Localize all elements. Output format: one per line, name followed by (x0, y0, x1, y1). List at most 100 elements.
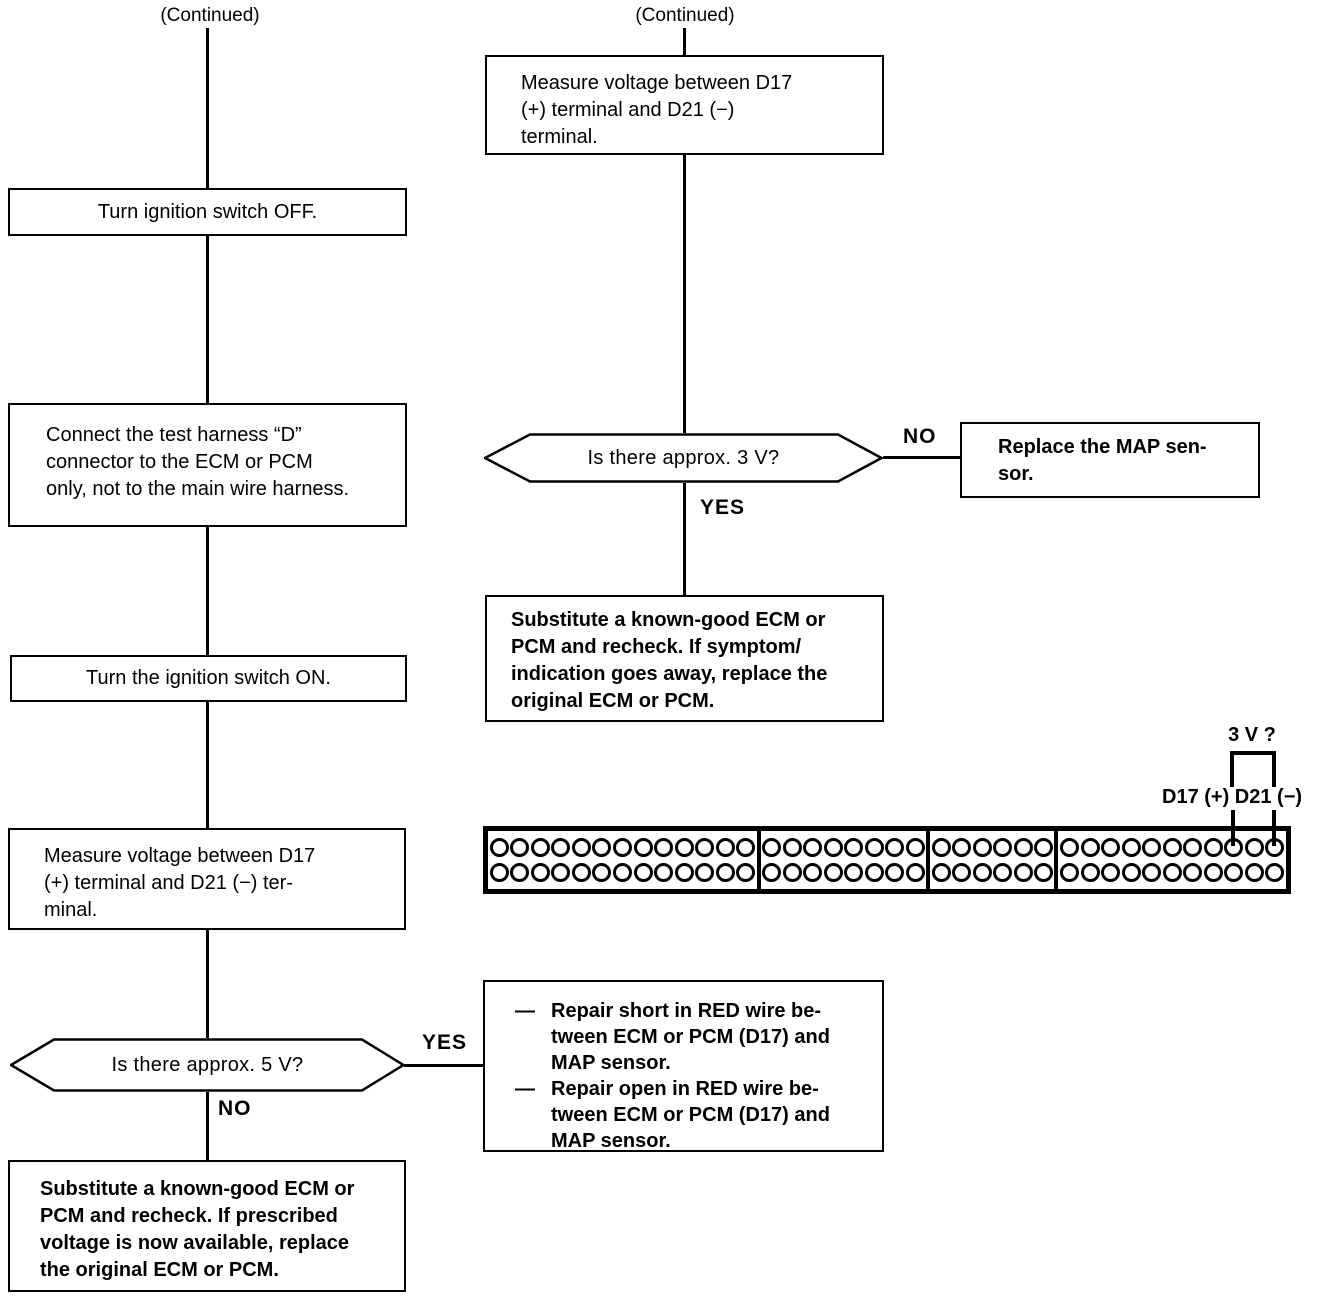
terminal-pin (715, 863, 735, 883)
terminal-pin (803, 863, 823, 883)
dash-bullet: — (515, 1000, 535, 1022)
terminal-pin (530, 837, 550, 857)
terminal-pin (510, 837, 530, 857)
terminal-pin (510, 863, 530, 883)
connector-section (488, 831, 757, 889)
terminal-pin (952, 863, 972, 883)
terminal-pin (931, 837, 951, 857)
terminal-pin (674, 837, 694, 857)
step-ignition-off: Turn ignition switch OFF. (8, 188, 407, 236)
terminal-pin (1121, 837, 1141, 857)
dash-bullet: — (515, 1078, 535, 1100)
terminal-ids-label: D17 (+) D21 (−) (1162, 786, 1303, 808)
terminal-pin (551, 863, 571, 883)
terminal-pin (674, 863, 694, 883)
terminal-pin (633, 837, 653, 857)
decision-approx-3v: Is there approx. 3 V? (484, 433, 883, 483)
step-ignition-off-text: Turn ignition switch OFF. (97, 200, 318, 223)
step-measure-voltage-right-text: Measure voltage between D17 (+) terminal… (521, 72, 793, 148)
flow-line (206, 28, 209, 188)
terminal-pin (1162, 863, 1182, 883)
terminal-pin (762, 837, 782, 857)
step-ignition-on-text: Turn the ignition switch ON. (86, 667, 331, 689)
terminal-pin-row (488, 837, 757, 857)
result-substitute-ecm-right-text: Substitute a known-good ECM or PCM and r… (511, 609, 828, 712)
result-repair-red-wire: — Repair short in RED wire be- tween ECM… (483, 980, 884, 1152)
result-substitute-ecm-left: Substitute a known-good ECM or PCM and r… (8, 1160, 406, 1292)
flow-line (683, 28, 686, 55)
terminal-pin (905, 863, 925, 883)
voltage-measure-label: 3 V ? (1228, 724, 1276, 746)
terminal-pin (885, 863, 905, 883)
terminal-pin (1142, 863, 1162, 883)
terminal-pin (1033, 837, 1053, 857)
decision-approx-5v: Is there approx. 5 V? (10, 1038, 405, 1092)
terminal-pin (612, 863, 632, 883)
terminal-pin (864, 863, 884, 883)
terminal-pin-row (761, 837, 926, 857)
terminal-pin-row (930, 837, 1054, 857)
flow-line (206, 930, 209, 1038)
terminal-pin (1265, 863, 1285, 883)
terminal-pin (1203, 837, 1223, 857)
branch-label-no-5v: NO (218, 1097, 252, 1120)
terminal-pin-row (488, 863, 757, 883)
terminal-pin-row (930, 863, 1054, 883)
terminal-pin (1183, 863, 1203, 883)
terminal-pin (972, 837, 992, 857)
terminal-pin (654, 863, 674, 883)
step-connect-harness: Connect the test harness “D” connector t… (8, 403, 407, 527)
terminal-pin (1033, 863, 1053, 883)
repair-item-short: — Repair short in RED wire be- tween ECM… (515, 998, 876, 1076)
terminal-pin (782, 837, 802, 857)
terminal-pin (803, 837, 823, 857)
voltmeter-bracket-leg (1230, 751, 1234, 787)
terminal-pin (489, 863, 509, 883)
step-ignition-on: Turn the ignition switch ON. (10, 655, 407, 702)
branch-label-yes-3v: YES (700, 496, 746, 519)
terminal-pin (823, 863, 843, 883)
terminal-pin (1013, 837, 1033, 857)
flow-line-no-branch (883, 456, 960, 459)
terminal-pin (695, 863, 715, 883)
flow-line (206, 702, 209, 828)
terminal-pin (905, 837, 925, 857)
terminal-pin (1121, 863, 1141, 883)
result-replace-map-sensor-text: Replace the MAP sen- sor. (998, 436, 1207, 485)
terminal-pin (1013, 863, 1033, 883)
decision-approx-3v-text: Is there approx. 3 V? (587, 446, 780, 469)
terminal-pin (530, 863, 550, 883)
flow-line-yes-branch (404, 1064, 483, 1067)
step-measure-voltage-left: Measure voltage between D17 (+) terminal… (8, 828, 406, 930)
terminal-pin (592, 837, 612, 857)
decision-approx-5v-text: Is there approx. 5 V? (111, 1053, 304, 1076)
terminal-pin (1162, 837, 1182, 857)
terminal-pin (844, 837, 864, 857)
terminal-pin-row (1058, 863, 1286, 883)
flow-line (206, 236, 209, 403)
continued-label-right: (Continued) (635, 5, 735, 26)
terminal-pin (782, 863, 802, 883)
terminal-pin (952, 837, 972, 857)
result-substitute-ecm-right: Substitute a known-good ECM or PCM and r… (485, 595, 884, 722)
terminal-pin (695, 837, 715, 857)
voltmeter-bracket-leg (1272, 751, 1276, 787)
terminal-pin (931, 863, 951, 883)
terminal-pin (1203, 863, 1223, 883)
decision-hexagon-shape (484, 433, 883, 483)
terminal-pin (571, 837, 591, 857)
terminal-pin (715, 837, 735, 857)
terminal-pin (1101, 863, 1121, 883)
terminal-pin (489, 837, 509, 857)
terminal-pin (993, 863, 1013, 883)
terminal-pin (1183, 837, 1203, 857)
terminal-pin (762, 863, 782, 883)
terminal-pin (1101, 837, 1121, 857)
terminal-pin-row (1058, 837, 1286, 857)
terminal-pin (551, 837, 571, 857)
repair-item-open: — Repair open in RED wire be- tween ECM … (515, 1076, 876, 1154)
flow-line (683, 155, 686, 433)
terminal-pin (993, 837, 1013, 857)
terminal-pin (823, 837, 843, 857)
terminal-pin (1244, 863, 1264, 883)
